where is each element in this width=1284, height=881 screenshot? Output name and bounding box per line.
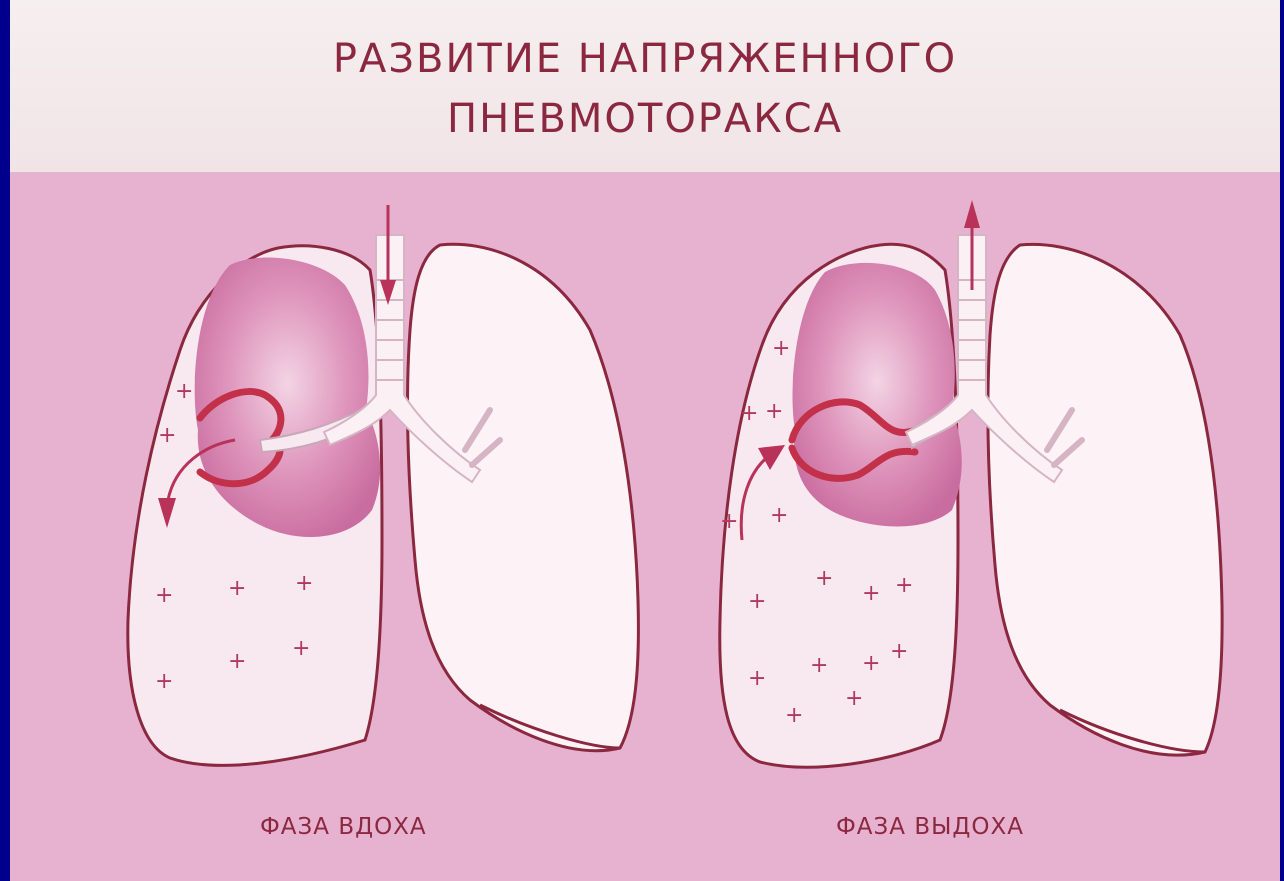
plus-sign-icon: + [158, 423, 176, 448]
plus-sign-icon: + [295, 571, 313, 596]
plus-sign-icon: + [228, 576, 246, 601]
plus-sign-icon: + [228, 649, 246, 674]
inhalation-caption: ФАЗА ВДОХА [260, 814, 427, 840]
plus-sign-icon: + [770, 503, 788, 528]
exhalation-diagram: + + + + + + + + + + + + + + + [720, 200, 1222, 767]
plus-sign-icon: + [175, 379, 193, 404]
plus-sign-icon: + [890, 639, 908, 664]
plus-sign-icon: + [155, 669, 173, 694]
left-healthy-lung [408, 244, 639, 750]
plus-sign-icon: + [748, 589, 766, 614]
exhalation-caption: ФАЗА ВЫДОХА [836, 814, 1024, 840]
plus-sign-icon: + [862, 581, 880, 606]
plus-sign-icon: + [720, 509, 738, 534]
plus-sign-icon: + [810, 653, 828, 678]
plus-sign-icon: + [895, 573, 913, 598]
plus-sign-icon: + [292, 636, 310, 661]
plus-sign-icon: + [862, 651, 880, 676]
plus-sign-icon: + [815, 566, 833, 591]
plus-sign-icon: + [845, 686, 863, 711]
plus-sign-icon: + [748, 666, 766, 691]
slide: РАЗВИТИЕ НАПРЯЖЕННОГО ПНЕВМОТОРАКСА [10, 0, 1280, 881]
inhalation-diagram: + + + + + + + + [128, 205, 639, 765]
plus-sign-icon: + [772, 336, 790, 361]
right-healthy-lung [988, 244, 1222, 755]
plus-sign-icon: + [785, 703, 803, 728]
plus-sign-icon: + [155, 583, 173, 608]
right-collapsed-lung [793, 263, 962, 527]
tension-pneumothorax-illustration: + + + + + + + + [10, 0, 1280, 881]
plus-sign-icon: + [740, 401, 758, 426]
plus-sign-icon: + [765, 399, 783, 424]
